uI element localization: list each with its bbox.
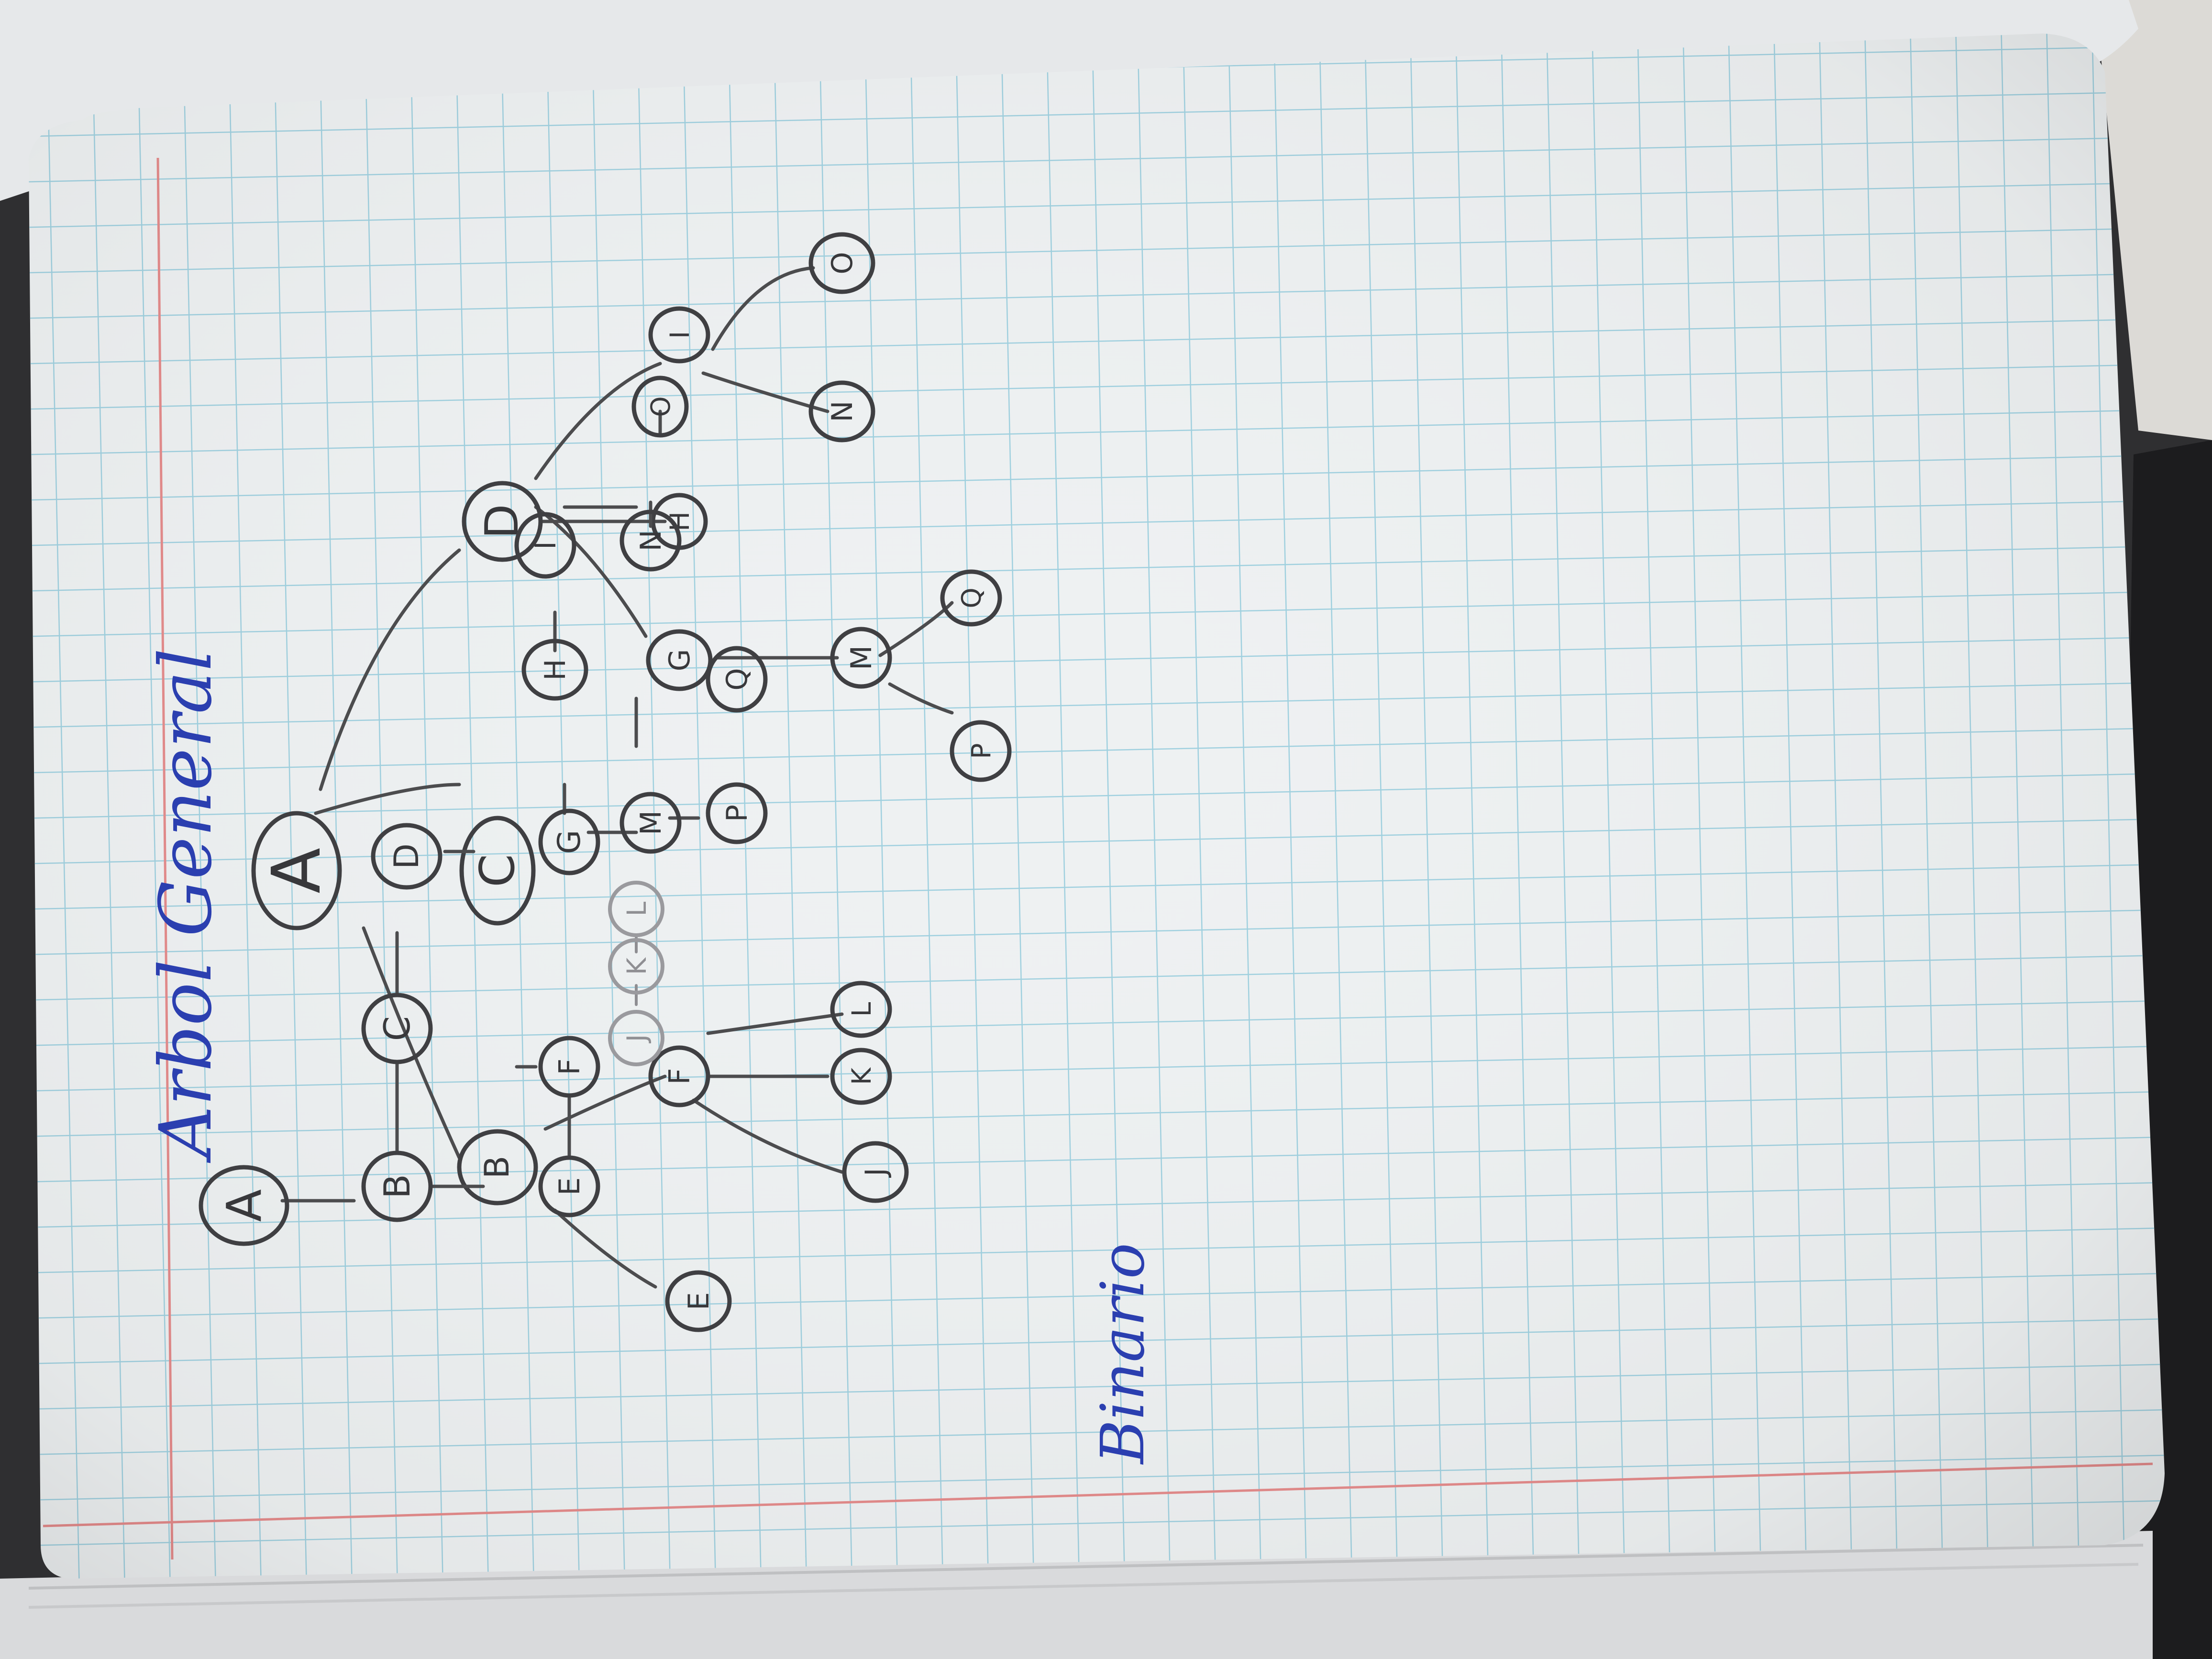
tree-node: L [830, 981, 892, 1038]
tree-node: N [619, 509, 682, 572]
tree-node: P [706, 782, 768, 844]
tree-node: K [830, 1048, 892, 1105]
tree-node: L [608, 881, 664, 937]
tree-node: A [199, 1165, 289, 1246]
svg-text:O: O [645, 396, 676, 417]
svg-text:J: J [621, 1034, 652, 1043]
tree-node: B [457, 1129, 538, 1206]
svg-text:I: I [664, 331, 695, 339]
svg-text:N: N [826, 401, 859, 422]
svg-text:P: P [966, 743, 996, 759]
svg-text:B: B [477, 1156, 517, 1179]
binary-tree-edges [280, 409, 700, 1203]
tree-node: O [631, 376, 689, 438]
svg-text:P: P [720, 805, 754, 822]
svg-text:M: M [845, 645, 878, 670]
svg-text:G: G [552, 830, 587, 854]
svg-text:A: A [258, 848, 336, 894]
svg-text:F: F [553, 1059, 586, 1075]
svg-text:J: J [859, 1168, 893, 1178]
svg-text:B: B [376, 1174, 418, 1198]
tree-node: C [361, 993, 433, 1064]
svg-text:E: E [682, 1292, 716, 1310]
tree-node: J [842, 1141, 909, 1203]
svg-text:L: L [621, 901, 652, 916]
binary-tree: A B C D E F G H I J K L M N O P Q [199, 376, 768, 1246]
svg-text:H: H [539, 659, 572, 680]
tree-node: Q [940, 569, 1002, 627]
svg-text:L: L [846, 1002, 877, 1017]
binary-tree-heading: Binario [1088, 1243, 1158, 1465]
svg-text:F: F [663, 1068, 697, 1085]
tree-node: F [538, 1036, 600, 1098]
tree-node: B [361, 1150, 433, 1222]
tree-node: E [538, 1155, 600, 1217]
general-tree-heading: Arbol General [144, 648, 228, 1163]
svg-text:E: E [553, 1177, 586, 1195]
tree-node: D [371, 823, 442, 890]
tree-node: I [648, 306, 710, 364]
tree-node: C [459, 816, 536, 926]
tree-node: E [665, 1270, 732, 1332]
page-stack-bottom [0, 1531, 2153, 1659]
svg-text:O: O [826, 252, 859, 274]
svg-text:G: G [663, 649, 697, 672]
svg-text:D: D [387, 843, 426, 869]
general-tree-edges [314, 266, 954, 1289]
tree-node: G [538, 808, 600, 875]
tree-node: J [608, 1010, 664, 1066]
tree-node: O [808, 232, 875, 294]
svg-text:Q: Q [720, 668, 754, 690]
svg-text:C: C [469, 854, 525, 887]
svg-text:K: K [621, 957, 652, 975]
tree-node: P [950, 720, 1012, 782]
svg-text:K: K [846, 1067, 877, 1085]
svg-text:N: N [634, 530, 668, 552]
svg-text:C: C [376, 1016, 418, 1041]
tree-node: A [251, 811, 342, 930]
tree-node: N [808, 380, 875, 442]
tree-node: I [514, 512, 576, 579]
tree-node: M [619, 792, 682, 854]
tree-node: Q [706, 646, 768, 713]
tree-node: H [521, 639, 588, 701]
svg-text:I: I [529, 541, 563, 550]
svg-text:Q: Q [956, 587, 987, 608]
table-surface [2095, 0, 2212, 440]
tree-node: M [830, 627, 892, 689]
general-tree: A B C D E F G H I J K L M N O P Q [251, 232, 1012, 1332]
svg-text:M: M [634, 810, 668, 835]
tree-node: F [648, 1045, 710, 1107]
svg-text:A: A [216, 1189, 272, 1222]
tree-node: G [646, 629, 713, 691]
tree-node: K [608, 938, 664, 995]
